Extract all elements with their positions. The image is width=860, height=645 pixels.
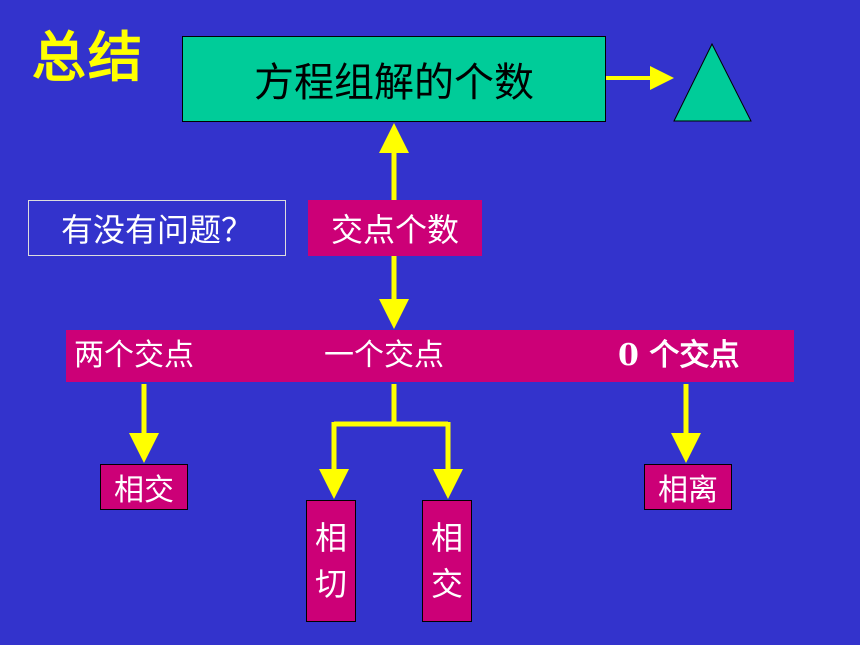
cases-bar: 两个交点 一个交点 0 个交点 [66, 330, 794, 382]
outcome-tangent: 相 切 [306, 500, 356, 622]
outcome-intersect-mid: 相 交 [422, 500, 472, 622]
intersection-count-box: 交点个数 [308, 200, 482, 256]
case-zero-points: 0 个交点 [618, 338, 740, 373]
outcome-separate-label: 相离 [658, 473, 718, 508]
outcome-intersect-left: 相交 [100, 464, 188, 510]
outcome-separate: 相离 [644, 464, 732, 510]
outcome-tangent-char1: 相 [314, 519, 347, 557]
outcome-intersect-mid-char2: 交 [430, 565, 463, 603]
triangle-icon [673, 42, 752, 122]
intersection-count-label: 交点个数 [330, 211, 459, 249]
outcome-intersect-mid-char1: 相 [430, 519, 463, 557]
case-two-points: 两个交点 [74, 338, 194, 373]
outcome-tangent-char2: 切 [314, 565, 347, 603]
solution-count-label: 方程组解的个数 [254, 60, 534, 106]
solution-count-box: 方程组解的个数 [182, 36, 606, 122]
question-box: 有没有问题？ [28, 200, 286, 256]
slide-title: 总结 [32, 26, 144, 89]
outcome-intersect-left-label: 相交 [114, 473, 174, 508]
question-label: 有没有问题？ [60, 211, 253, 249]
branch-connector [334, 384, 397, 427]
case-one-point: 一个交点 [324, 338, 444, 373]
